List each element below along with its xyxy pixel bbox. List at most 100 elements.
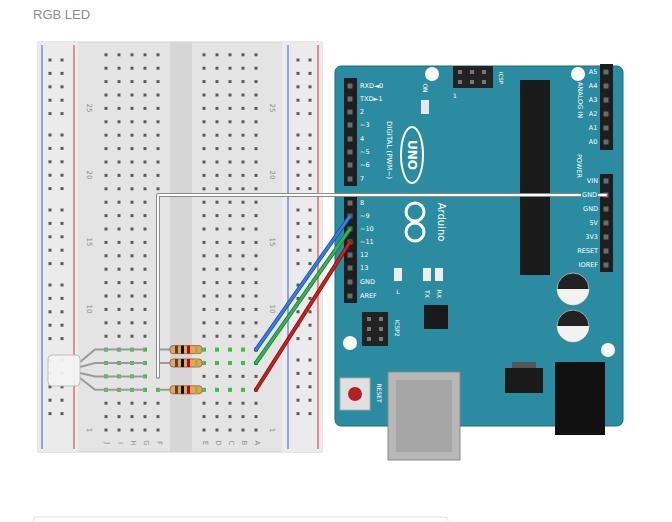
pin-header (344, 78, 357, 186)
breadboard-holes (49, 53, 312, 431)
breadboard-hole (118, 415, 121, 418)
resistor-symbol (158, 346, 204, 354)
power-rail (282, 42, 322, 452)
breadboard-hole (297, 147, 300, 150)
breadboard-hole (61, 324, 64, 327)
icsp2-header (362, 312, 388, 346)
voltage-regulator (512, 362, 536, 368)
breadboard-hole (49, 284, 52, 287)
breadboard-hole (61, 85, 64, 88)
header-pin (604, 112, 609, 117)
breadboard-hole (131, 295, 134, 298)
breadboard-hole (297, 310, 300, 313)
breadboard-hole (229, 295, 232, 298)
breadboard-hole (229, 161, 232, 164)
breadboard-hole (61, 160, 64, 163)
breadboard-hole (157, 53, 160, 56)
breadboard-hole (309, 337, 312, 340)
pin-label: GND (581, 191, 598, 200)
capacitor (557, 289, 589, 305)
breadboard-hole (131, 335, 134, 338)
column-letter: G (142, 440, 149, 445)
breadboard-hole (118, 308, 121, 311)
breadboard-hole (49, 112, 52, 115)
breadboard-hole (203, 375, 206, 378)
uno-logo (401, 127, 423, 183)
breadboard-hole (216, 201, 219, 204)
breadboard-hole (229, 268, 232, 271)
breadboard-hole (297, 412, 300, 415)
breadboard-hole (203, 201, 206, 204)
breadboard-hole (144, 174, 147, 177)
breadboard-hole (242, 321, 245, 324)
breadboard-hole (309, 297, 312, 300)
breadboard-hole (309, 99, 312, 102)
breadboard-hole (216, 107, 219, 110)
breadboard-hole (61, 284, 64, 287)
breadboard-hole (49, 337, 52, 340)
arduino-logo (406, 223, 424, 241)
breadboard-hole (105, 415, 108, 418)
breadboard-hole (157, 161, 160, 164)
breadboard-hole (49, 134, 52, 137)
breadboard-hole (216, 295, 219, 298)
resistor-symbol (158, 386, 204, 394)
breadboard-hole (309, 385, 312, 388)
breadboard-hole (118, 201, 121, 204)
breadboard-hole (309, 160, 312, 163)
breadboard-hole (49, 209, 52, 212)
breadboard-hole (49, 235, 52, 238)
usb-connector (396, 380, 452, 452)
breadboard-hole (216, 67, 219, 70)
rail-line (288, 45, 289, 449)
breadboard-hole (49, 412, 52, 415)
breadboard-hole (242, 308, 245, 311)
breadboard-hole (131, 214, 134, 217)
breadboard-hole (131, 402, 134, 405)
header-pin (348, 97, 353, 102)
breadboard-hole (229, 147, 232, 150)
breadboard-hole (105, 335, 108, 338)
breadboard-hole (157, 80, 160, 83)
power-jack (555, 362, 605, 435)
column-letter: B (240, 441, 247, 446)
header-pin (348, 280, 353, 285)
breadboard-hole (49, 324, 52, 327)
breadboard-hole (297, 134, 300, 137)
breadboard-hole (61, 412, 64, 415)
header-label: ICSP2 (394, 319, 400, 336)
breadboard-hole (255, 120, 258, 123)
breadboard-hole (309, 249, 312, 252)
rail-line (74, 45, 75, 449)
breadboard-hole (229, 67, 232, 70)
breadboard-hole (242, 201, 245, 204)
breadboard-hole (242, 254, 245, 257)
arduino-logo (406, 203, 424, 221)
breadboard-hole (118, 107, 121, 110)
breadboard-hole (203, 335, 206, 338)
header-pin (348, 253, 353, 258)
breadboard-hole (229, 94, 232, 97)
pin-header (600, 174, 613, 272)
breadboard-hole (242, 214, 245, 217)
breadboard-hole (216, 174, 219, 177)
header-pin (604, 84, 609, 89)
pin-label: 8 (360, 200, 364, 207)
breadboard-hole (255, 80, 258, 83)
breadboard-hole (61, 187, 64, 190)
breadboard-hole (216, 187, 219, 190)
status-led (435, 268, 443, 281)
pin-label: 12 (360, 252, 368, 259)
status-led (423, 268, 431, 281)
capacitor (557, 273, 589, 305)
pin-label: RXD◄0 (360, 83, 383, 90)
on-led (421, 100, 429, 114)
pin-label: 3V3 (585, 234, 598, 241)
breadboard-hole (144, 187, 147, 190)
breadboard-hole (118, 281, 121, 284)
breadboard-hole (49, 99, 52, 102)
breadboard-hole (144, 107, 147, 110)
header-label: DIGITAL (PWM~) (385, 121, 392, 179)
breadboard-hole (242, 134, 245, 137)
breadboard-hole (216, 321, 219, 324)
